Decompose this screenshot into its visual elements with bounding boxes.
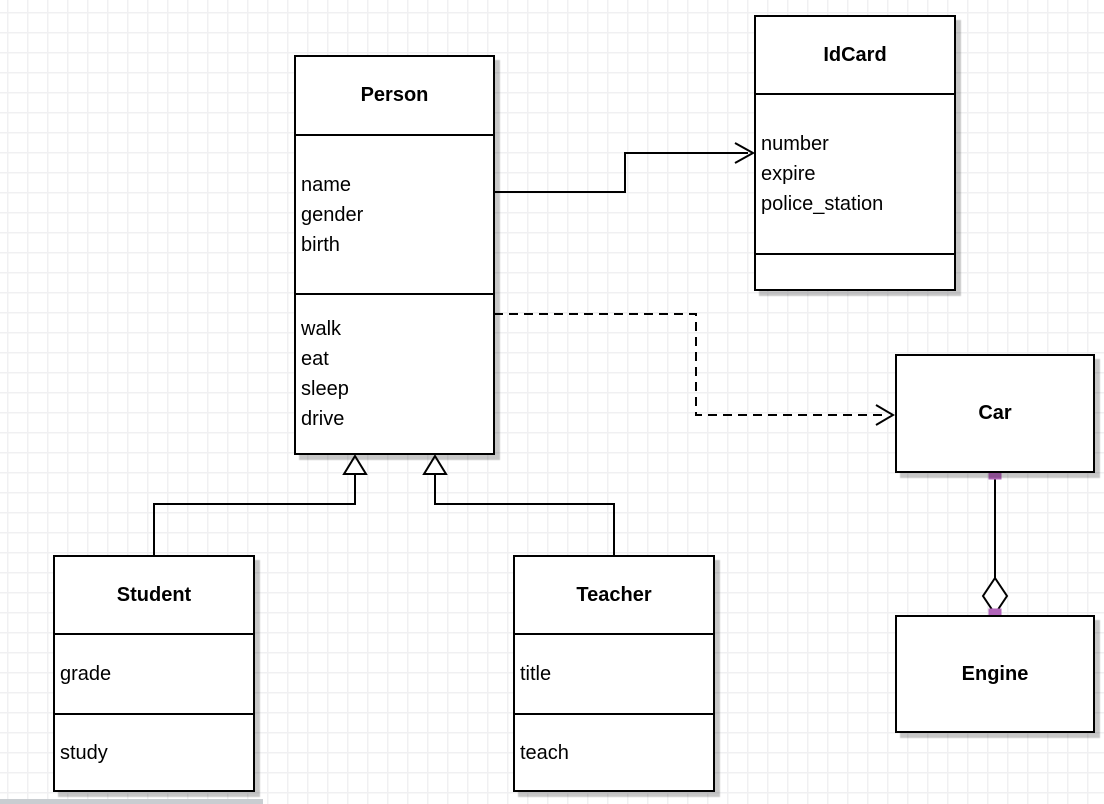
class-box-student[interactable]: Student grade study	[53, 555, 255, 792]
class-box-teacher[interactable]: Teacher title teach	[513, 555, 715, 792]
class-attribute: gender	[301, 203, 364, 226]
generalization-triangle-icon	[422, 454, 448, 475]
class-attributes-section: title	[515, 633, 713, 713]
class-methods-section: walk eat sleep drive	[296, 293, 493, 453]
class-methods-section: teach	[515, 713, 713, 790]
class-attributes-section: grade	[55, 633, 253, 713]
class-title: Car	[978, 402, 1012, 424]
class-title: Engine	[961, 662, 1029, 685]
class-method: study	[60, 741, 108, 764]
class-attribute: number	[761, 133, 829, 155]
class-box-engine[interactable]: Engine	[895, 615, 1095, 733]
class-method: drive	[301, 408, 345, 430]
connector-person-car[interactable]	[494, 313, 895, 426]
class-title: IdCard	[823, 43, 887, 66]
connector-person-idcard[interactable]	[494, 142, 756, 193]
class-box-person[interactable]: Person name gender birth walk eat sleep …	[294, 55, 495, 455]
class-attribute: expire	[761, 163, 816, 185]
class-box-car[interactable]: Car	[895, 354, 1095, 473]
class-attribute: title	[520, 663, 552, 685]
class-title: Teacher	[576, 583, 652, 606]
class-methods-section: study	[55, 713, 253, 790]
connector-student-person[interactable]	[153, 454, 368, 555]
class-methods-section	[756, 253, 954, 289]
class-attribute: birth	[301, 233, 340, 256]
class-method: eat	[301, 348, 329, 370]
class-method: sleep	[301, 378, 349, 400]
class-box-idcard[interactable]: IdCard number expire police_station	[754, 15, 956, 291]
page-edge	[0, 799, 263, 804]
connector-teacher-person[interactable]	[422, 454, 615, 555]
class-method: teach	[520, 741, 569, 764]
class-attributes-section: number expire police_station	[756, 93, 954, 253]
class-attribute: name	[301, 173, 352, 196]
class-attributes-section: name gender birth	[296, 134, 493, 293]
class-attribute: police_station	[761, 193, 884, 215]
class-method: walk	[301, 318, 342, 340]
generalization-triangle-icon	[342, 454, 368, 475]
class-attribute: grade	[60, 663, 112, 685]
class-title: Student	[116, 583, 192, 606]
class-title: Person	[360, 84, 429, 106]
open-arrowhead-icon	[875, 404, 895, 426]
open-arrowhead-icon	[734, 142, 756, 164]
connector-car-engine[interactable]	[981, 466, 1009, 622]
